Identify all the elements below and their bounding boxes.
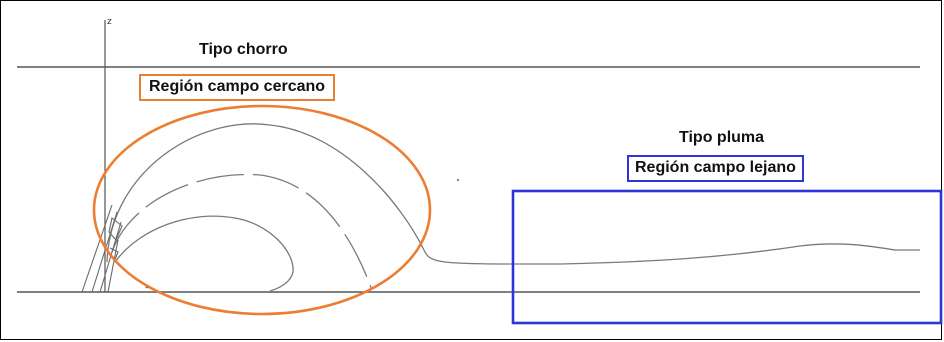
- near-field-ellipse: [92, 104, 432, 316]
- jet-centerline: [111, 173, 373, 291]
- sketch-dot: [456, 178, 460, 182]
- jet-outer-trajectory: [106, 123, 920, 265]
- far-field-box: [511, 189, 943, 325]
- jet-type-label: Tipo chorro: [199, 41, 288, 58]
- plume-type-label: Tipo pluma: [679, 129, 765, 146]
- axis-z-mark: z: [107, 17, 112, 27]
- far-field-label: Región campo lejano: [627, 155, 804, 182]
- near-field-label: Región campo cercano: [139, 74, 336, 101]
- jet-inner-trajectory: [114, 215, 294, 292]
